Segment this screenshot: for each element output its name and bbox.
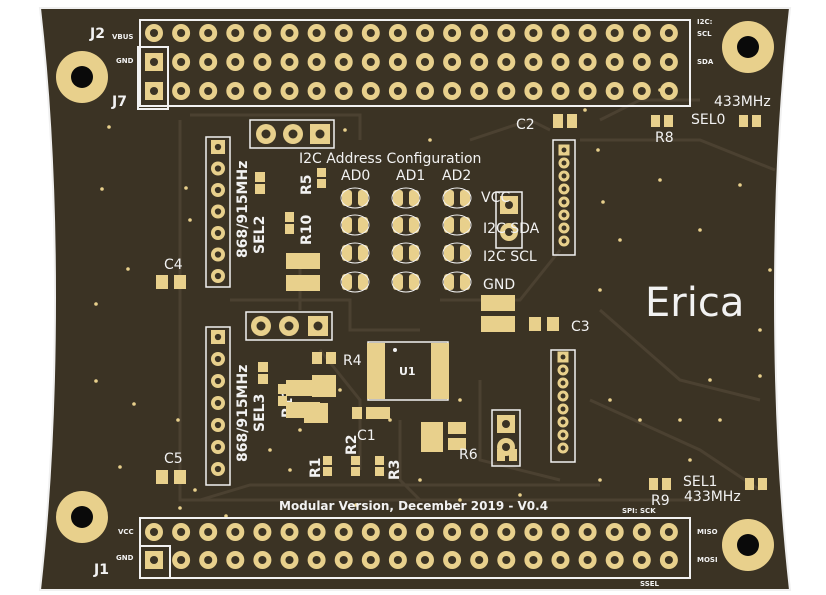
j2-pin-vbus-label: VBUS bbox=[112, 33, 133, 41]
sel3-jumper-pins bbox=[251, 316, 328, 336]
u1-label: U1 bbox=[399, 365, 416, 378]
mount-hole-top-right bbox=[722, 21, 774, 73]
j1-miso-label: MISO bbox=[697, 528, 718, 536]
sel2-label: SEL2 bbox=[252, 216, 268, 254]
r9-label: R9 bbox=[651, 493, 670, 509]
ad0-label: AD0 bbox=[341, 168, 370, 184]
module-header-lower bbox=[205, 326, 231, 486]
i2c-header-outline bbox=[495, 191, 523, 249]
r3-label: R3 bbox=[387, 459, 403, 480]
sel1-band-label: 433MHz bbox=[684, 489, 741, 505]
r6-label: R6 bbox=[459, 447, 478, 463]
sel0-band-label: 433MHz bbox=[714, 94, 771, 110]
i2c-aux-header-pins bbox=[497, 415, 515, 456]
smd-components bbox=[156, 114, 767, 490]
right-header-upper bbox=[552, 139, 576, 256]
module-header-upper bbox=[205, 136, 231, 288]
r10-label: R10 bbox=[299, 214, 315, 245]
ad1-label: AD1 bbox=[396, 168, 425, 184]
j2-sda-label: SDA bbox=[697, 58, 714, 66]
board-outline bbox=[38, 7, 792, 591]
sel3-jumper-outline bbox=[245, 311, 333, 341]
j2-i2c-label: I2C: bbox=[697, 18, 713, 26]
board-version-footer: Modular Version, December 2019 - V0.4 bbox=[279, 499, 548, 513]
sel1-label: SEL1 bbox=[683, 474, 717, 490]
i2c-aux-header-outline bbox=[491, 409, 521, 467]
copper-traces bbox=[178, 98, 776, 502]
u1-chip bbox=[367, 341, 449, 401]
j2-pin-rows bbox=[145, 24, 678, 100]
right-header-upper-pins bbox=[558, 144, 570, 247]
address-jumper-pads bbox=[340, 187, 472, 293]
c5-label: C5 bbox=[164, 451, 183, 467]
c2-label: C2 bbox=[516, 117, 535, 133]
sel0-label: SEL0 bbox=[691, 112, 725, 128]
j1-mosi-label: MOSI bbox=[697, 556, 718, 564]
r2-label: R2 bbox=[344, 434, 360, 455]
i2c-gnd-label: GND bbox=[483, 277, 515, 293]
j1-sck-label: SPI: SCK bbox=[622, 507, 656, 515]
sel2-jumper-outline bbox=[249, 119, 335, 149]
module-header-upper-pins bbox=[211, 140, 225, 283]
j1-pin1-marker bbox=[139, 545, 171, 579]
c4-label: C4 bbox=[164, 257, 183, 273]
right-header-lower-pins bbox=[557, 351, 569, 454]
i2c-header-pins bbox=[500, 196, 518, 241]
r8-label: R8 bbox=[655, 130, 674, 146]
right-header-lower bbox=[550, 349, 576, 463]
mount-hole-bottom-right bbox=[722, 519, 774, 571]
r1-label: R1 bbox=[308, 457, 324, 478]
i2c-vcc-label: VCC bbox=[481, 190, 510, 206]
j7-pin1-marker bbox=[137, 46, 169, 110]
mount-hole-bottom-left bbox=[56, 491, 108, 543]
vias bbox=[94, 88, 772, 518]
j1-label: J1 bbox=[93, 562, 109, 578]
j1-ssel-label: SSEL bbox=[640, 580, 660, 588]
ad2-label: AD2 bbox=[442, 168, 471, 184]
j2-scl-label: SCL bbox=[697, 30, 712, 38]
module-header-lower-pins bbox=[211, 330, 225, 476]
c3-label: C3 bbox=[571, 319, 590, 335]
mount-hole-top-left bbox=[56, 51, 108, 103]
mounting-holes bbox=[56, 21, 774, 571]
j1-vcc-label: VCC bbox=[118, 528, 134, 536]
i2c-scl-label: I2C SCL bbox=[483, 249, 537, 265]
i2c-sda-label: I2C SDA bbox=[483, 221, 540, 237]
sel2-jumper-pins bbox=[256, 124, 330, 144]
r5-label: R5 bbox=[299, 174, 315, 195]
j1-pin-rows bbox=[145, 523, 678, 569]
j2-pin-gnd-label: GND bbox=[116, 57, 134, 65]
sel2-band-label: 868/915MHz bbox=[235, 161, 251, 258]
j2-header-outline bbox=[139, 19, 691, 107]
sel3-band-label: 868/915MHz bbox=[235, 365, 251, 462]
address-config-title: I2C Address Configuration bbox=[299, 151, 481, 167]
j7-label: J7 bbox=[111, 94, 127, 110]
c1-label: C1 bbox=[357, 428, 376, 444]
r4-label: R4 bbox=[343, 353, 362, 369]
board-name: Erica bbox=[645, 280, 744, 326]
j1-gnd-label: GND bbox=[116, 554, 134, 562]
j2-label: J2 bbox=[89, 26, 105, 42]
sel3-label: SEL3 bbox=[252, 394, 268, 432]
